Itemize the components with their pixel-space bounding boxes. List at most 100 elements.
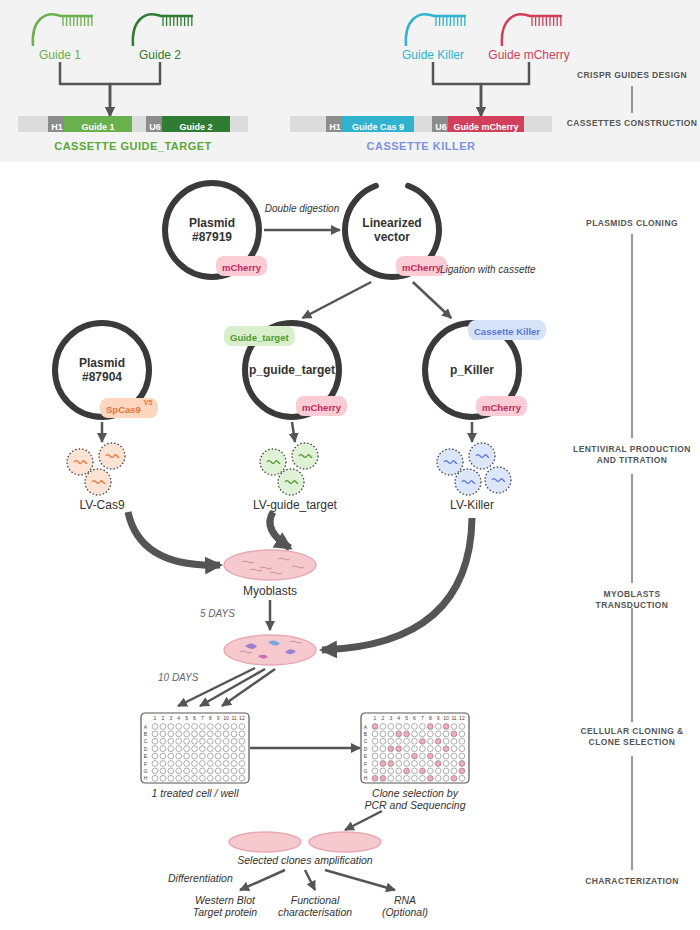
guide-shape — [388, 6, 478, 48]
well — [427, 775, 433, 781]
plate-frame — [141, 713, 249, 783]
viral-genome — [74, 461, 87, 464]
well — [459, 761, 465, 767]
well — [459, 738, 465, 744]
plasmid-feature: mCherry — [216, 256, 267, 276]
well — [207, 753, 213, 759]
well — [168, 768, 174, 774]
well — [451, 768, 457, 774]
column-number: 12 — [458, 715, 466, 721]
connector-arrow — [481, 62, 529, 116]
well — [388, 731, 394, 737]
well — [239, 738, 245, 744]
segment-label: Guide Cas 9 — [352, 119, 404, 135]
connector-arrow — [250, 747, 360, 750]
well — [388, 761, 394, 767]
dish-caption: Selected clones amplification — [205, 854, 405, 866]
well — [380, 746, 386, 752]
annotation: 5 DAYS — [200, 608, 260, 620]
well — [223, 768, 229, 774]
well — [160, 761, 166, 767]
well — [427, 724, 433, 730]
guide-base — [560, 17, 561, 26]
cell — [278, 558, 290, 560]
guide-label: Guide mCherry — [484, 48, 574, 62]
annotation: Differentiation — [168, 872, 248, 884]
row-letter: G — [142, 768, 149, 774]
well — [372, 746, 378, 752]
well — [404, 775, 410, 781]
well — [192, 746, 198, 752]
column-number: 9 — [214, 715, 222, 721]
well — [200, 746, 206, 752]
well — [404, 768, 410, 774]
well — [160, 738, 166, 744]
well — [388, 768, 394, 774]
guide-rna: Guide mCherry — [484, 6, 574, 62]
column-number: 5 — [183, 715, 191, 721]
well — [239, 731, 245, 737]
well — [239, 753, 245, 759]
segment-label: H1 — [51, 119, 63, 135]
well — [380, 724, 386, 730]
well — [451, 775, 457, 781]
guide-backbone — [502, 14, 562, 46]
well — [435, 724, 441, 730]
plasmid-name: p_guide_target — [245, 363, 339, 377]
well — [420, 724, 426, 730]
edge-label: Double digestion — [257, 203, 347, 214]
column-number: 5 — [403, 715, 411, 721]
guide-base — [191, 17, 192, 26]
well — [372, 753, 378, 759]
dish-outline — [224, 550, 316, 580]
column-number: 10 — [222, 715, 230, 721]
well — [239, 761, 245, 767]
guide-base — [80, 17, 81, 26]
connector-arrow — [433, 62, 481, 116]
virus-particle — [469, 443, 495, 469]
well — [231, 768, 237, 774]
well — [404, 738, 410, 744]
stage-label: CELLULAR CLONING & CLONE SELECTION — [566, 726, 698, 748]
well — [435, 761, 441, 767]
plate-outline — [140, 712, 250, 784]
column-number: 2 — [159, 715, 167, 721]
row-letter: B — [142, 731, 149, 737]
well — [435, 753, 441, 759]
viral-genome — [462, 481, 475, 484]
virus-particle — [437, 449, 463, 475]
virus-label: LV-guide_target — [240, 498, 350, 512]
guide-base — [542, 17, 543, 26]
viral-genome — [492, 479, 505, 482]
well — [388, 775, 394, 781]
viral-genome — [106, 455, 119, 458]
well — [200, 738, 206, 744]
well — [412, 753, 418, 759]
cell — [242, 561, 254, 563]
well — [223, 738, 229, 744]
well — [200, 731, 206, 737]
row-letter: H — [362, 775, 369, 781]
well — [443, 738, 449, 744]
well — [160, 724, 166, 730]
guide-rna: Guide 1 — [20, 6, 100, 62]
culture-dish: Myoblasts — [220, 548, 320, 598]
well — [223, 761, 229, 767]
guide-backbone — [406, 14, 466, 46]
guide-base — [450, 17, 451, 26]
well — [420, 775, 426, 781]
connector-arrow — [110, 62, 160, 116]
well — [168, 724, 174, 730]
virus-cluster — [240, 442, 350, 498]
connector-arrow — [270, 512, 290, 548]
guide-rna: Guide 2 — [120, 6, 200, 62]
plasmid-circle: p_KillerCassette KillermCherry — [420, 318, 524, 422]
well — [420, 746, 426, 752]
plate-outline — [360, 712, 470, 784]
feature-label: mCherry — [402, 262, 441, 273]
plate-frame — [361, 713, 469, 783]
segment-label: Guide mCherry — [453, 119, 518, 135]
segment-label: H1 — [329, 119, 341, 135]
annotation: Ligation with cassette — [440, 264, 570, 276]
well — [388, 753, 394, 759]
